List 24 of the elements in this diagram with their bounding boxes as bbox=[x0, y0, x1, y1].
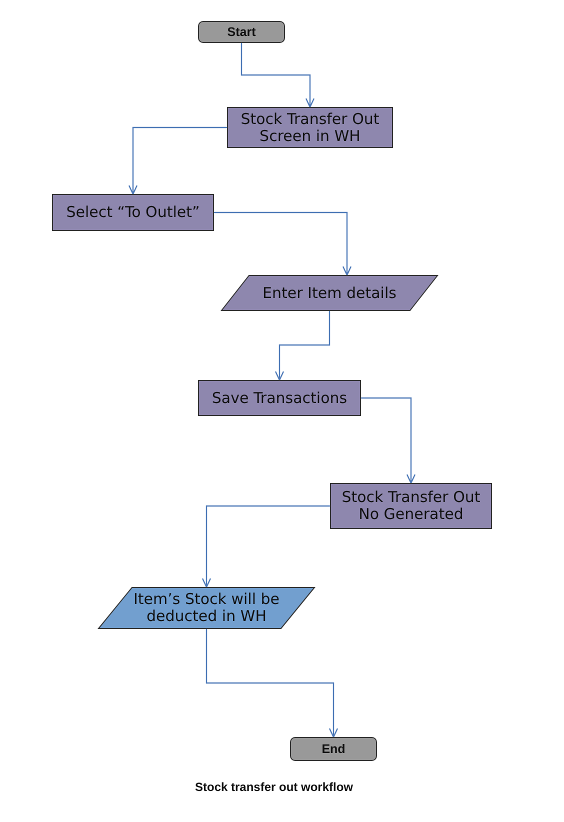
process-box bbox=[330, 483, 492, 529]
step-label: Enter Item details bbox=[262, 284, 396, 302]
flow-arrow bbox=[128, 126, 227, 195]
process-box bbox=[227, 107, 393, 148]
terminal-box bbox=[290, 737, 377, 761]
diagram-caption: Stock transfer out workflow bbox=[194, 780, 354, 794]
flow-arrow bbox=[214, 212, 352, 276]
step-label: Save Transactions bbox=[212, 390, 348, 406]
data-parallelogram bbox=[221, 275, 438, 311]
flow-arrow bbox=[361, 397, 416, 484]
flow-arrow bbox=[240, 43, 315, 108]
terminal-box bbox=[198, 21, 285, 43]
step-label: Start bbox=[227, 24, 256, 40]
data-parallelogram bbox=[98, 587, 315, 629]
step-label: Stock Transfer Out Screen in WH bbox=[240, 110, 380, 144]
step-label: Select “To Outlet” bbox=[66, 204, 200, 221]
flow-arrow bbox=[206, 629, 338, 738]
step-label: Item’s Stock will be deducted in WH bbox=[132, 591, 281, 625]
step-label: Stock Transfer Out No Generated bbox=[340, 489, 482, 523]
flow-arrow bbox=[274, 311, 330, 381]
flow-arrow bbox=[202, 505, 330, 588]
step-label: End bbox=[322, 742, 346, 756]
process-box bbox=[198, 380, 361, 416]
process-box bbox=[52, 194, 214, 231]
